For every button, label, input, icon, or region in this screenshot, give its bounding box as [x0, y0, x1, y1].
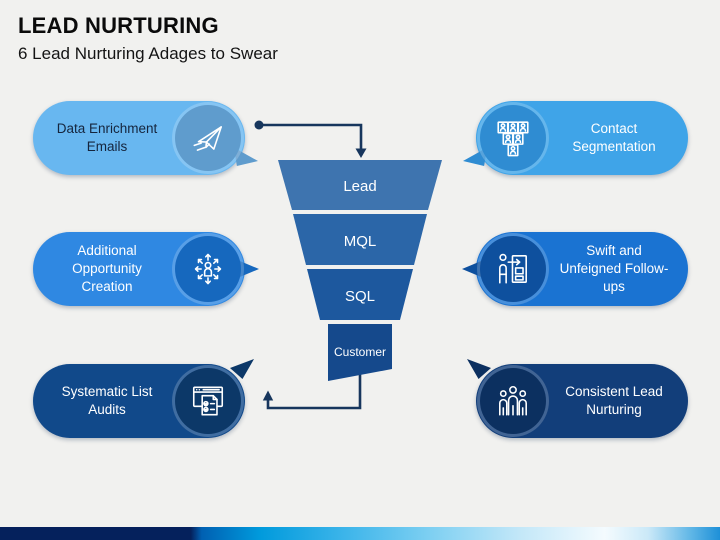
page-subtitle: 6 Lead Nurturing Adages to Swear	[18, 44, 278, 63]
lead-funnel: Lead MQL SQL Customer	[254, 120, 442, 410]
callout-additional-opportunity-creation[interactable]: Additional Opportunity Creation	[33, 232, 259, 306]
callout-label: Data Enrichment Emails	[56, 121, 158, 154]
callout-icon-circle	[175, 368, 241, 434]
callout-icon-circle	[175, 105, 241, 171]
people-group-icon	[499, 385, 527, 416]
callout-label: Consistent Lead Nurturing	[565, 384, 663, 417]
funnel-stage-customer[interactable]: Customer	[328, 324, 392, 381]
funnel-stage-mql[interactable]: MQL	[293, 214, 427, 265]
page-title: LEAD NURTURING	[18, 13, 219, 38]
funnel-stage-label: SQL	[345, 288, 375, 305]
callout-label: Swift and Unfeigned Follow-ups	[559, 243, 669, 294]
callout-icon-circle	[480, 236, 546, 302]
connector-top	[254, 120, 367, 158]
arrow-up-icon	[262, 390, 274, 401]
expand-arrows-person-icon	[194, 253, 222, 285]
funnel-stage-label: Customer	[334, 345, 386, 359]
callout-systematic-list-audits[interactable]: Systematic List Audits	[33, 359, 254, 438]
funnel-stage-label: MQL	[344, 233, 377, 250]
contact-cards-icon	[497, 121, 529, 157]
callout-data-enrichment-emails[interactable]: Data Enrichment Emails	[33, 101, 258, 175]
callout-contact-segmentation[interactable]: Contact Segmentation	[463, 101, 688, 175]
callout-icon-circle	[175, 236, 241, 302]
callout-label: Additional Opportunity Creation	[72, 243, 142, 294]
callout-label: Systematic List Audits	[61, 384, 153, 417]
paper-plane-icon	[193, 126, 222, 151]
callout-icon-circle	[480, 368, 546, 434]
checklist-document-icon	[192, 386, 224, 416]
arrow-down-icon	[355, 148, 367, 158]
callout-label: Contact Segmentation	[572, 121, 656, 154]
connector-bottom	[262, 372, 362, 410]
callout-consistent-lead-nurturing[interactable]: Consistent Lead Nurturing	[467, 359, 688, 438]
funnel-stage-sql[interactable]: SQL	[307, 269, 413, 320]
footer-accent-bar	[0, 527, 720, 540]
funnel-stage-lead[interactable]: Lead	[278, 160, 442, 210]
callout-swift-unfeigned-follow-ups[interactable]: Swift and Unfeigned Follow-ups	[462, 232, 688, 306]
callout-icon-circle	[480, 105, 546, 171]
person-door-icon	[499, 253, 527, 284]
funnel-stage-label: Lead	[343, 178, 376, 195]
